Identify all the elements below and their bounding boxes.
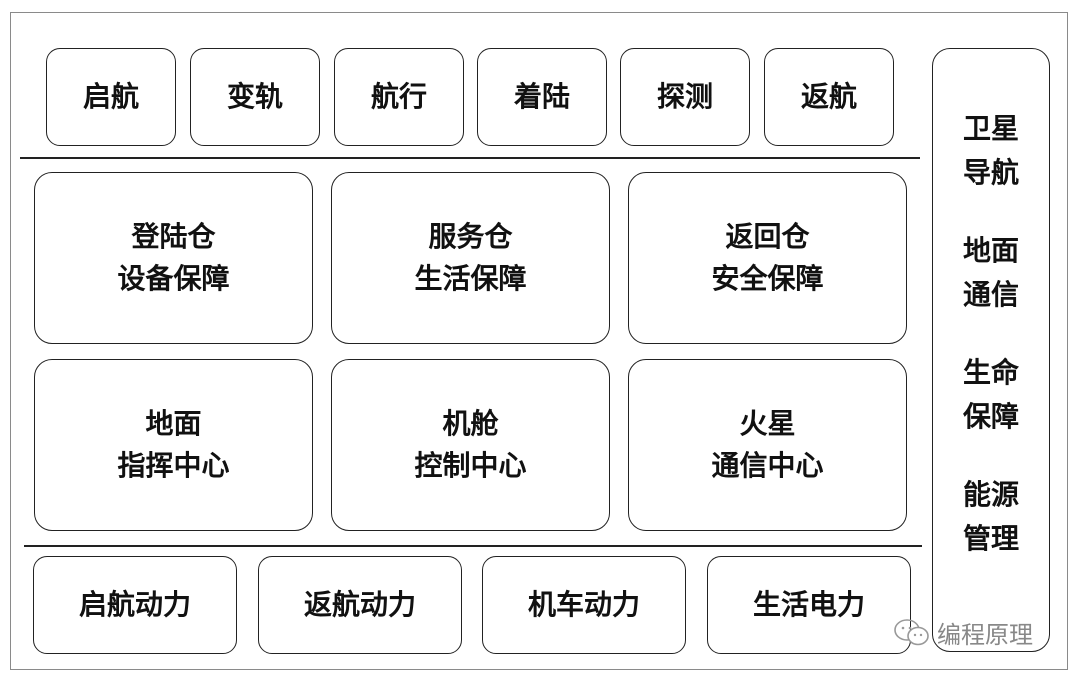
top-box-landing: 着陆 bbox=[477, 48, 607, 146]
side-item-ground-comm: 地面 通信 bbox=[933, 229, 1049, 317]
power-box-label: 生活电力 bbox=[752, 588, 865, 621]
grid-box-mars-comm: 火星 通信中心 bbox=[628, 359, 907, 531]
top-box-label: 返航 bbox=[800, 80, 857, 113]
top-box-label: 变轨 bbox=[226, 80, 283, 113]
grid-box-service: 服务仓 生活保障 bbox=[331, 172, 610, 344]
grid-box-return-capsule: 返回仓 安全保障 bbox=[628, 172, 907, 344]
side-item-line2: 导航 bbox=[962, 156, 1019, 189]
grid-box-line2: 指挥中心 bbox=[117, 449, 230, 482]
grid-box-line2: 通信中心 bbox=[711, 449, 824, 482]
grid-box-line1: 火星 bbox=[739, 407, 796, 440]
side-item-line1: 能源 bbox=[962, 478, 1019, 511]
top-box-return: 返航 bbox=[764, 48, 894, 146]
side-item-line1: 地面 bbox=[962, 234, 1019, 267]
grid-box-line1: 机舱 bbox=[442, 407, 499, 440]
power-box-life: 生活电力 bbox=[707, 556, 911, 654]
divider-bottom bbox=[24, 545, 922, 547]
divider-top bbox=[20, 157, 920, 159]
top-box-label: 着陆 bbox=[513, 80, 570, 113]
watermark: 编程原理 bbox=[893, 615, 1033, 650]
power-box-rover: 机车动力 bbox=[482, 556, 686, 654]
diagram-frame bbox=[10, 12, 1068, 670]
power-box-return: 返航动力 bbox=[258, 556, 462, 654]
grid-box-line1: 服务仓 bbox=[428, 220, 513, 253]
grid-box-cabin-control: 机舱 控制中心 bbox=[331, 359, 610, 531]
side-item-line2: 保障 bbox=[962, 400, 1019, 433]
top-box-label: 探测 bbox=[656, 80, 713, 113]
grid-box-line2: 安全保障 bbox=[711, 262, 824, 295]
side-item-line1: 生命 bbox=[962, 356, 1019, 389]
top-box-exploration: 探测 bbox=[620, 48, 750, 146]
power-box-launch: 启航动力 bbox=[33, 556, 237, 654]
side-item-satellite-nav: 卫星 导航 bbox=[933, 107, 1049, 195]
power-box-label: 启航动力 bbox=[78, 588, 191, 621]
grid-box-line2: 设备保障 bbox=[117, 262, 230, 295]
grid-box-lander: 登陆仓 设备保障 bbox=[34, 172, 313, 344]
power-box-label: 机车动力 bbox=[527, 588, 640, 621]
power-box-label: 返航动力 bbox=[303, 588, 416, 621]
grid-box-line1: 登陆仓 bbox=[131, 220, 216, 253]
top-box-label: 航行 bbox=[370, 80, 427, 113]
top-box-cruise: 航行 bbox=[334, 48, 464, 146]
wechat-icon bbox=[893, 618, 931, 648]
side-item-energy-mgmt: 能源 管理 bbox=[933, 473, 1049, 561]
watermark-text: 编程原理 bbox=[937, 621, 1033, 649]
grid-box-ground-command: 地面 指挥中心 bbox=[34, 359, 313, 531]
grid-box-line2: 生活保障 bbox=[414, 262, 527, 295]
top-box-label: 启航 bbox=[82, 80, 139, 113]
side-item-life-support: 生命 保障 bbox=[933, 351, 1049, 439]
side-item-line2: 通信 bbox=[962, 278, 1019, 311]
top-box-launch: 启航 bbox=[46, 48, 176, 146]
grid-box-line1: 地面 bbox=[145, 407, 202, 440]
top-box-orbit-change: 变轨 bbox=[190, 48, 320, 146]
grid-box-line1: 返回仓 bbox=[725, 220, 810, 253]
side-item-line2: 管理 bbox=[962, 522, 1019, 555]
side-panel: 卫星 导航 地面 通信 生命 保障 能源 管理 bbox=[932, 48, 1050, 652]
grid-box-line2: 控制中心 bbox=[414, 449, 527, 482]
side-item-line1: 卫星 bbox=[962, 112, 1019, 145]
